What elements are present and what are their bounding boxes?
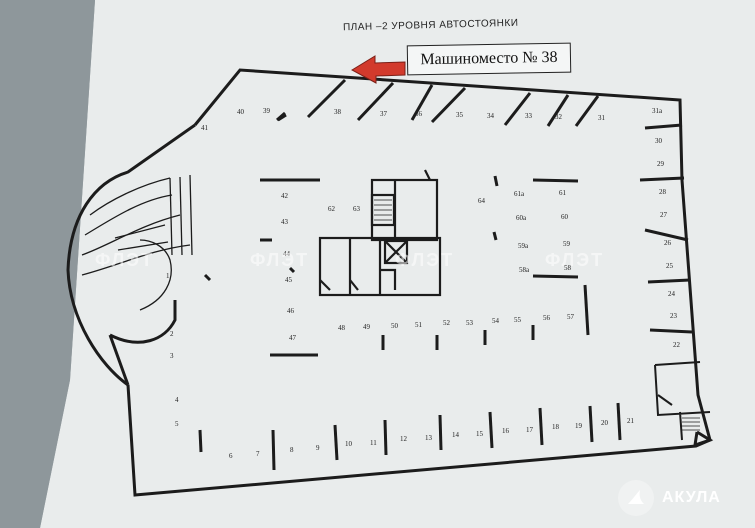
spot-label-19: 19 [575,422,583,430]
spot-label-11: 11 [370,439,377,447]
shark-fin-icon [618,480,654,516]
spot-label-58a: 58a [519,266,530,274]
spot-label-3: 3 [170,352,174,360]
spot-label-32: 32 [555,113,563,121]
watermark: ФЛЭТ [395,250,455,270]
ramp [81,174,193,311]
spot-label-42: 42 [281,192,289,200]
spot-label-13: 13 [425,434,433,442]
spot-label-18: 18 [552,423,560,431]
spot-label-63: 63 [353,205,361,213]
spot-dividers [198,78,693,471]
spot-label-39: 39 [263,107,271,115]
spot-label-10: 10 [345,440,353,448]
spot-label-33: 33 [525,112,533,120]
spot-label-20: 20 [601,419,609,427]
spot-label-38: 38 [334,108,342,116]
outer-walls [66,68,714,497]
spot-label-51: 51 [415,321,423,329]
spot-label-60a: 60a [516,214,527,222]
spot-label-59a: 59a [518,242,529,250]
right-rooms [654,361,711,441]
spot-label-6: 6 [229,452,233,460]
spot-label-5: 5 [175,420,179,428]
spot-label-57: 57 [567,313,575,321]
spot-label-46: 46 [287,307,295,315]
spot-label-41: 41 [201,124,209,132]
spot-label-4: 4 [175,396,179,404]
spot-label-64: 64 [478,197,486,205]
stairs [374,199,700,431]
spot-label-9: 9 [316,444,320,452]
watermark: ФЛЭТ [250,250,310,270]
spot-label-53: 53 [466,319,474,327]
spot-label-48: 48 [338,324,346,332]
watermark: ФЛЭТ [95,250,155,270]
spot-label-31a: 31a [652,107,663,115]
spot-label-49: 49 [363,323,371,331]
spot-label-15: 15 [476,430,484,438]
spot-label-52: 52 [443,319,451,327]
spot-label-12: 12 [400,435,408,443]
spot-label-26: 26 [664,239,672,247]
spot-label-37: 37 [380,110,388,118]
spot-label-21: 21 [627,417,635,425]
akula-logo: АКУЛА [618,480,721,516]
spot-callout-box: Машиноместо № 38 [406,42,572,76]
table-surface [0,0,95,528]
spot-label-56: 56 [543,314,551,322]
spot-label-27: 27 [660,211,668,219]
spot-label-50: 50 [391,322,399,330]
spot-label-54: 54 [492,317,500,325]
spot-label-25: 25 [666,262,674,270]
spot-label-2: 2 [170,330,174,338]
spot-label-8: 8 [290,446,294,454]
spot-label-36: 36 [415,110,423,118]
spot-label-61a: 61a [514,190,525,198]
spot-label-31: 31 [598,114,606,122]
arrow-icon [350,55,406,84]
spot-label-45: 45 [285,276,293,284]
spot-label-23: 23 [670,312,678,320]
spot-label-16: 16 [502,427,510,435]
spot-label-44: 44 [283,250,291,258]
spot-label-24: 24 [668,290,676,298]
spot-label-47: 47 [289,334,297,342]
spot-label-28: 28 [659,188,667,196]
spot-label-14: 14 [452,431,460,439]
spot-label-35: 35 [456,111,464,119]
watermark: ФЛЭТ [545,250,605,270]
spot-label-43: 43 [281,218,289,226]
spot-label-40: 40 [237,108,245,116]
spot-label-17: 17 [526,426,534,434]
spot-label-30: 30 [655,137,663,145]
spot-label-59: 59 [563,240,571,248]
spot-label-1: 1 [166,272,170,280]
spot-label-34: 34 [487,112,495,120]
spot-label-7: 7 [256,450,260,458]
spot-label-29: 29 [657,160,665,168]
spot-label-55: 55 [514,316,522,324]
spot-label-60: 60 [561,213,569,221]
spot-label-62: 62 [328,205,336,213]
logo-text: АКУЛА [662,489,721,506]
core-rooms [318,169,442,297]
spot-label-22: 22 [673,341,681,349]
spot-label-58: 58 [564,264,572,272]
spot-label-61: 61 [559,189,567,197]
